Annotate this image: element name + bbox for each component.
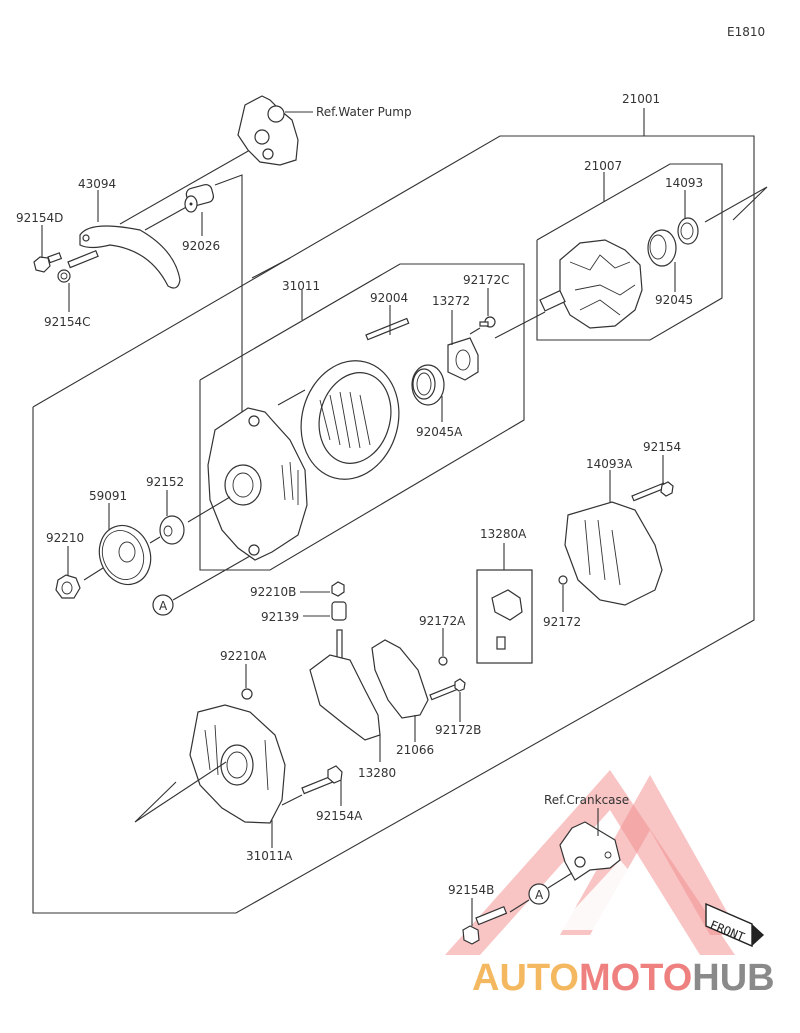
diagram-code: E1810 — [727, 25, 765, 39]
bolt-92154B — [462, 905, 508, 945]
watermark-text: AUTOMOTOHUB — [472, 957, 775, 999]
callout-a-label-top: A — [159, 599, 168, 613]
water-pump-ref-part — [237, 95, 299, 166]
screw-92172 — [558, 575, 568, 585]
part-label-92172: 92172 — [543, 615, 581, 629]
screw-92172A — [438, 656, 448, 666]
part-label-13280A: 13280A — [480, 527, 527, 541]
seal-14093 — [677, 217, 699, 245]
rotor-21007 — [539, 239, 643, 329]
part-label-14093A: 14093A — [586, 457, 633, 471]
part-label-92172C: 92172C — [463, 273, 510, 287]
callout-a-marker-top — [152, 594, 174, 616]
crankcase-ref-part — [559, 821, 621, 881]
part-label-92172A: 92172A — [419, 614, 466, 628]
nut-92210B — [331, 581, 345, 597]
plate-13272 — [447, 337, 479, 381]
part-label-92139: 92139 — [261, 610, 299, 624]
part-label-92154D: 92154D — [16, 211, 63, 225]
rear-housing-31011A — [189, 704, 286, 824]
part-label-31011A: 31011A — [246, 849, 293, 863]
bolt-92154A — [301, 765, 343, 795]
watermark-auto: AUTO — [472, 957, 579, 999]
part-label-13272: 13272 — [432, 294, 470, 308]
part-label-43094: 43094 — [78, 177, 116, 191]
bolt-92154D — [33, 252, 63, 273]
callout-a-label-bottom: A — [535, 888, 544, 902]
ref-crankcase-label: Ref.Crankcase — [544, 793, 629, 807]
bracket-43094 — [79, 225, 181, 289]
nut-92210 — [55, 574, 81, 599]
watermark-logo — [445, 770, 740, 955]
stud-92004 — [365, 317, 410, 341]
regulator-21066 — [371, 639, 429, 719]
part-label-92026: 92026 — [182, 239, 220, 253]
part-label-92004: 92004 — [370, 291, 408, 305]
rear-cover-14093A — [564, 501, 663, 606]
bolt-92154C — [57, 249, 99, 283]
assembly-frame-31011 — [199, 263, 525, 571]
part-label-92172B: 92172B — [435, 723, 481, 737]
part-label-92045A: 92045A — [416, 425, 463, 439]
watermark-moto: MOTO — [579, 957, 692, 999]
watermark-hub: HUB — [692, 957, 774, 999]
rectifier-13280 — [309, 629, 381, 741]
part-label-21066: 21066 — [396, 743, 434, 757]
callout-a-marker-bottom — [528, 883, 550, 905]
bolt-92154 — [631, 481, 674, 502]
part-label-13280: 13280 — [358, 766, 396, 780]
part-label-92154A: 92154A — [316, 809, 363, 823]
bearing-92045A — [411, 364, 445, 406]
screw-92172C — [479, 316, 496, 328]
part-label-92045: 92045 — [655, 293, 693, 307]
part-label-21007: 21007 — [584, 159, 622, 173]
ref-water-pump-label: Ref.Water Pump — [316, 105, 412, 119]
screw-92172B — [429, 678, 466, 701]
front-housing-31011 — [207, 407, 308, 561]
part-label-92210B: 92210B — [250, 585, 296, 599]
part-label-92154B: 92154B — [448, 883, 494, 897]
part-label-92210A: 92210A — [220, 649, 267, 663]
assembly-frame-21007 — [536, 163, 723, 341]
collar-92139 — [331, 601, 347, 621]
spacer-92026 — [184, 184, 215, 213]
pulley-59091 — [98, 524, 152, 586]
assembly-frame-21001 — [32, 135, 755, 914]
part-label-21001: 21001 — [622, 92, 660, 106]
stator — [300, 360, 400, 480]
part-label-92152: 92152 — [146, 475, 184, 489]
nut-92210A — [241, 688, 253, 700]
part-label-92154: 92154 — [643, 440, 681, 454]
part-label-92154C: 92154C — [44, 315, 91, 329]
bearing-92045 — [647, 229, 677, 267]
brush-kit-13280A — [476, 569, 533, 664]
part-label-31011: 31011 — [282, 279, 320, 293]
part-label-92210: 92210 — [46, 531, 84, 545]
part-label-14093: 14093 — [665, 176, 703, 190]
part-label-59091: 59091 — [89, 489, 127, 503]
spacer-92152 — [159, 515, 185, 545]
